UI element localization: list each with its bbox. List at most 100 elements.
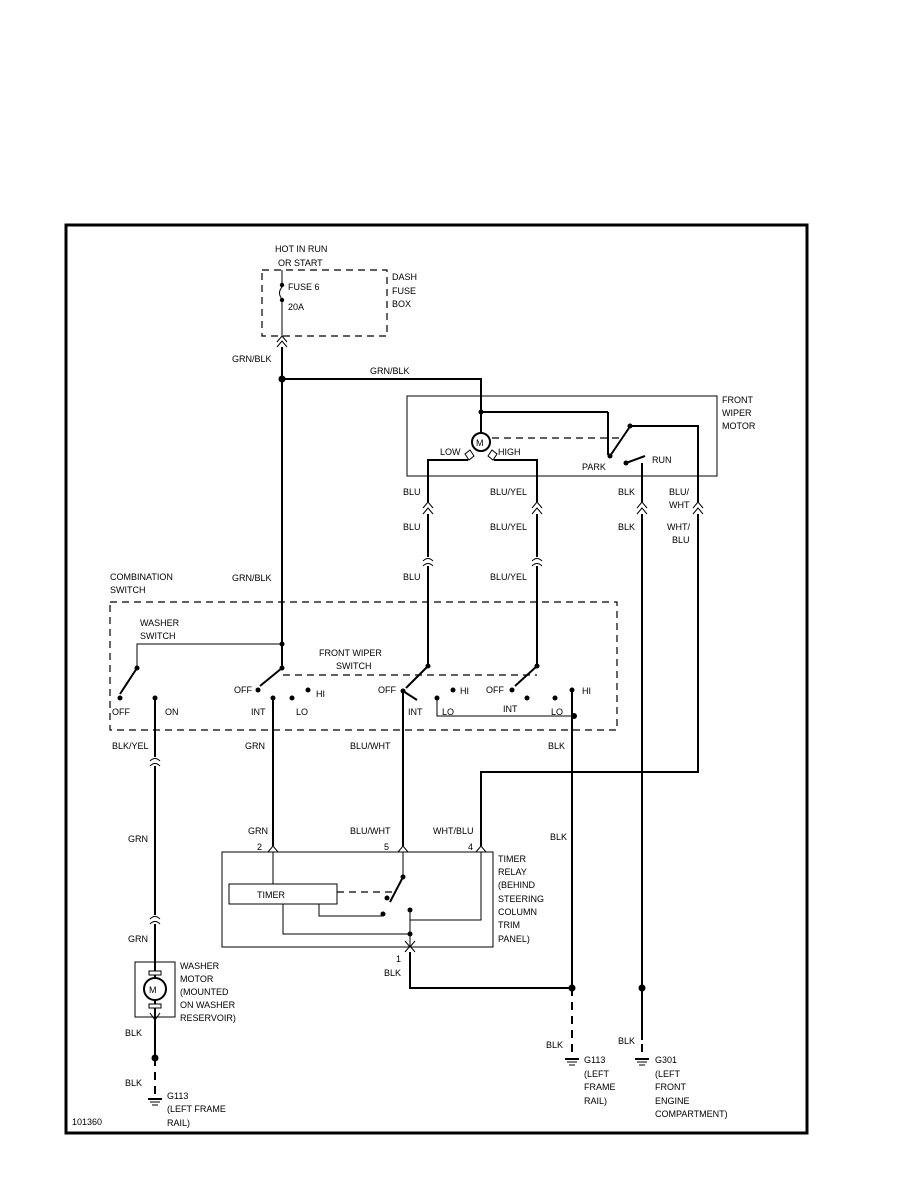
diagram-label: COMPARTMENT) <box>655 1109 728 1119</box>
wire-label: BLU/WHT <box>350 826 391 836</box>
diagram-label: LO <box>551 707 563 717</box>
connector <box>149 758 161 762</box>
wire-label: BLU <box>403 487 421 497</box>
wire-label: BLU <box>403 572 421 582</box>
wiper-switch-blade-3 <box>514 665 538 687</box>
diagram-label: WIPER <box>722 408 752 418</box>
front-wiper-motor-label: FRONT WIPER MOTOR <box>722 395 756 431</box>
diagram-label: MOTOR <box>180 974 214 984</box>
diagram-label: OFF <box>234 685 252 695</box>
diagram-label: COMBINATION <box>110 572 173 582</box>
diagram-label: RELAY <box>498 867 527 877</box>
wire-label: BLK <box>550 832 567 842</box>
washer-motor-symbol <box>143 977 167 1001</box>
ground-g113-right: G113 (LEFT FRAME RAIL) <box>565 1055 616 1106</box>
diagram-label: SWITCH <box>140 631 176 641</box>
wire-label: BLK <box>548 741 565 751</box>
diagram-label: M <box>149 985 157 995</box>
diagram-label: M <box>476 438 484 448</box>
diagram-label: DASH <box>392 272 417 282</box>
dash-fuse-box <box>261 269 388 337</box>
wire-label: GRN <box>128 834 148 844</box>
park-label: PARK <box>582 462 606 472</box>
diagram-label: TRIM <box>498 920 520 930</box>
diagram-label: (LEFT <box>584 1069 610 1079</box>
diagram-label: LO <box>296 707 308 717</box>
front-wiper-motor-box <box>406 395 718 477</box>
wire-label: BLU <box>403 522 421 532</box>
diagram-label: COLUMN <box>498 907 537 917</box>
wire-label: BLK <box>618 1036 635 1046</box>
diagram-label: OFF <box>486 685 504 695</box>
diagram-label: HI <box>460 686 469 696</box>
diagram-label: LO <box>442 707 454 717</box>
timer-relay-box <box>221 851 494 948</box>
motor-high-label: HIGH <box>498 447 521 457</box>
diagram-label: (MOUNTED <box>180 987 229 997</box>
fuse-name: FUSE 6 <box>288 282 320 292</box>
diagram-label: TIMER <box>498 854 526 864</box>
run-switch <box>625 455 646 464</box>
diagram-label: RESERVOIR) <box>180 1013 236 1023</box>
diagram-label: (LEFT <box>655 1069 681 1079</box>
fuse-6: FUSE 6 20A <box>279 270 320 336</box>
wire-label: BLK <box>618 487 635 497</box>
front-wiper-switch-label: FRONT WIPER SWITCH <box>319 648 382 671</box>
diagram-label: HI <box>316 689 325 699</box>
wire-label: BLU/ <box>669 487 690 497</box>
connector <box>404 945 416 953</box>
diagram-label: MOTOR <box>722 421 756 431</box>
diagram-label: FRONT <box>655 1082 686 1092</box>
wire-label: GRN <box>128 934 148 944</box>
wire-label: WHT/ <box>667 522 690 532</box>
timer-relay-label: TIMER RELAY (BEHIND STEERING COLUMN TRIM… <box>498 854 544 944</box>
diagram-label: WASHER <box>140 618 180 628</box>
diagram-label: WASHER <box>180 961 220 971</box>
diagram-label: ON WASHER <box>180 1000 236 1010</box>
timer-relay-contact <box>389 876 404 903</box>
wire-low <box>427 459 468 490</box>
diagram-label: (LEFT FRAME <box>167 1104 226 1114</box>
diagram-label: G301 <box>655 1055 677 1065</box>
wire-label: WHT <box>669 500 690 510</box>
diagram-label: INT <box>251 707 266 717</box>
connector <box>149 916 161 920</box>
wire-label: BLK <box>546 1040 563 1050</box>
diagram-label: SWITCH <box>110 585 146 595</box>
diagram-label: G113 <box>584 1055 605 1065</box>
wire-label: BLK <box>125 1078 142 1088</box>
pin-label: 2 <box>257 842 262 852</box>
wiper-switch-blade-2 <box>402 690 418 701</box>
connector-row-2 <box>422 558 543 567</box>
wire-blk-timer-ground <box>409 952 572 989</box>
washer-switch-blade <box>119 667 138 695</box>
diagram-label: G113 <box>167 1091 188 1101</box>
pin-label: 5 <box>384 842 389 852</box>
diagram-label: PANEL) <box>498 934 530 944</box>
wire-grn-blk-motor <box>282 378 482 412</box>
wire-label: GRN/BLK <box>370 366 410 376</box>
diagram-label: RAIL) <box>167 1118 190 1128</box>
wire-label: GRN/BLK <box>232 573 272 583</box>
ground-g301: G301 (LEFT FRONT ENGINE COMPARTMENT) <box>635 1055 728 1119</box>
diagram-label: (BEHIND <box>498 880 536 890</box>
wire-label: BLU/WHT <box>350 741 391 751</box>
wire-label: GRN <box>248 826 268 836</box>
wire-label: GRN <box>245 741 265 751</box>
wire-label: BLK/YEL <box>112 741 149 751</box>
wire-label: BLU <box>672 535 690 545</box>
diagram-label: OR START <box>278 258 323 268</box>
washer-on-label: ON <box>165 707 179 717</box>
timer-block-label: TIMER <box>257 890 285 900</box>
pin-label: 1 <box>396 954 401 964</box>
diagram-label: FRAME <box>584 1082 616 1092</box>
washer-motor-label: WASHER MOTOR (MOUNTED ON WASHER RESERVOI… <box>180 961 236 1023</box>
fuse-rating: 20A <box>288 302 304 312</box>
wire-label: BLU/YEL <box>490 572 527 582</box>
diagram-label: INT <box>408 707 423 717</box>
connector-row-motor <box>422 501 704 515</box>
ground-g113-left: G113 (LEFT FRAME RAIL) <box>148 1091 226 1128</box>
fuse-box-label: DASH FUSE BOX <box>392 272 417 309</box>
diagram-label: BOX <box>392 299 411 309</box>
diagram-label: FRONT WIPER <box>319 648 382 658</box>
